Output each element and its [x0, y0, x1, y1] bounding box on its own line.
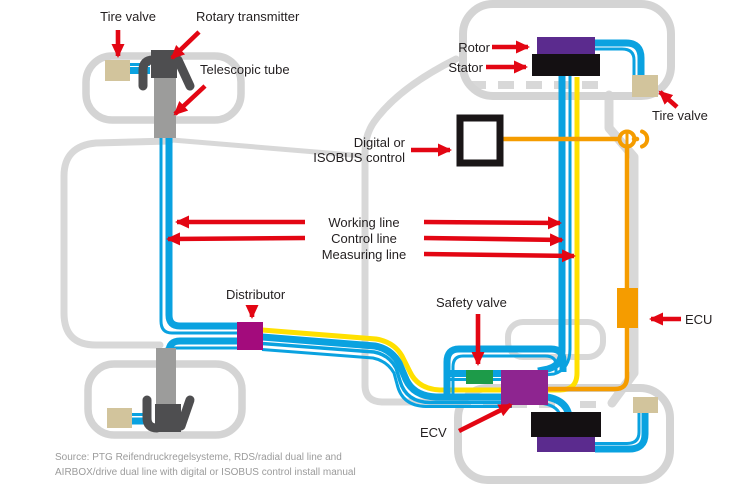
arrow-working-right — [423, 216, 562, 230]
ecu-block — [617, 288, 638, 328]
air-lines-blue — [130, 39, 649, 453]
tire-valve-block-bottom-left — [107, 408, 132, 428]
label-distributor: Distributor — [226, 287, 286, 302]
arrow-measuring-right — [423, 249, 576, 263]
label-control-line: Control line — [331, 231, 397, 246]
label-tire-valve-top-right: Tire valve — [652, 108, 708, 123]
ecv-block — [501, 370, 548, 405]
arrow-control-right — [423, 233, 564, 247]
rotor-block-bottom — [537, 437, 595, 452]
label-ecu: ECU — [685, 312, 713, 327]
tire-top-right — [459, 0, 675, 100]
arrow-rotary-transmitter — [170, 30, 201, 60]
electric-line-orange — [497, 129, 650, 392]
telescopic-tube-top — [154, 78, 176, 138]
chassis-center-member — [361, 55, 462, 406]
rotary-transmitter-top — [138, 50, 195, 91]
components — [105, 37, 658, 452]
label-digital-control-line1: Digital or — [353, 135, 405, 150]
tire-valve-block-top-left — [105, 60, 130, 81]
source-credit: Source: PTG Reifendruckregelsysteme, RDS… — [55, 450, 356, 480]
rotary-transmitter-bottom — [142, 395, 195, 433]
distributor-block — [237, 322, 263, 350]
label-rotor: Rotor — [458, 40, 490, 55]
connector-socket-icon — [640, 129, 650, 149]
arrow-tire-valve-top-right — [658, 90, 679, 109]
stator-block-bottom — [531, 412, 601, 437]
arrow-control-left — [166, 232, 306, 246]
source-line2: AIRBOX/drive dual line with digital or I… — [55, 467, 356, 478]
label-stator: Stator — [448, 60, 483, 75]
label-ecv: ECV — [420, 425, 447, 440]
chassis-top-diagonal — [169, 137, 367, 159]
chassis-left-loop — [60, 137, 174, 349]
rotor-block-top — [537, 37, 595, 54]
label-rotary-transmitter: Rotary transmitter — [196, 9, 300, 24]
isobus-control-box — [456, 114, 504, 167]
stator-block-top — [532, 54, 600, 76]
label-working-line: Working line — [328, 215, 400, 230]
safety-valve-block — [466, 370, 493, 384]
tire-valve-block-bottom-right — [633, 397, 658, 413]
tire-valve-block-top-right — [632, 75, 658, 97]
label-telescopic-tube: Telescopic tube — [200, 62, 290, 77]
label-digital-control-line2: ISOBUS control — [313, 150, 405, 165]
source-line1: Source: PTG Reifendruckregelsysteme, RDS… — [55, 452, 342, 463]
axle-housing-outline — [505, 319, 606, 360]
label-safety-valve: Safety valve — [436, 295, 507, 310]
callout-arrows — [111, 30, 681, 434]
label-digital-control: Digital or ISOBUS control — [295, 135, 405, 165]
measuring-line-path — [261, 77, 580, 393]
arrow-ecv — [457, 402, 513, 434]
label-measuring-line: Measuring line — [321, 247, 407, 262]
arrow-telescopic-tube — [173, 84, 207, 116]
telescopic-tube-bottom — [156, 348, 176, 405]
label-tire-valve-top-left: Tire valve — [100, 9, 156, 24]
